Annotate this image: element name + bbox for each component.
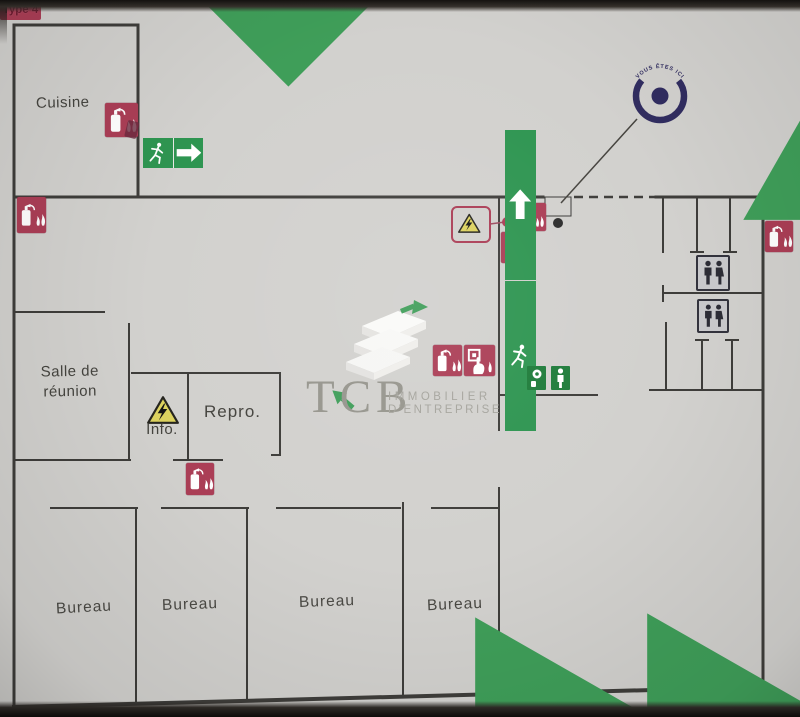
restroom-sign-lower [697,299,729,333]
electrical-hazard-sign-framed [451,206,491,243]
room-label-salle-line1: Salle de [40,362,100,381]
electrical-hazard-icon [146,395,179,424]
tcb-logo-line2: D'ENTREPRISE [388,404,502,416]
safety-pictogram-sign [551,366,570,390]
tcb-logo-arrow-icon [399,300,428,314]
photo-corner-shadow [0,0,7,44]
exit-running-man-icon [143,138,173,168]
room-label-salle-de-reunion: Salle de réunion [24,361,117,403]
you-are-here-pointer [560,118,638,204]
tcb-logo-text: TCB [306,371,413,423]
fire-extinguisher-sign-center [433,345,462,376]
room-label-salle-line2: réunion [43,382,98,401]
evacuation-arrow-up-2 [743,0,800,638]
you-are-here-label: VOUS ÊTES ICI [635,62,684,80]
door-pivot-dot [553,218,563,228]
fire-extinguisher-sign-left-wall [17,197,46,233]
exit-arrow-up-icon [505,130,536,280]
electrical-hazard-sign-info [146,395,179,424]
restroom-sign-upper [696,255,730,291]
tcb-logo-watermark: TCB IMMOBILIER D'ENTREPRISE [300,298,510,430]
doorway-hatch [544,196,572,217]
exit-arrow-right-icon [173,138,203,168]
room-label-bureau-1: Bureau [55,597,113,618]
room-label-bureau-3: Bureau [298,592,356,611]
wall-cuisine [12,23,140,199]
inner-walls [13,196,764,704]
photo-edge-top [0,0,800,12]
room-label-bureau-2: Bureau [161,595,219,614]
photo-edge-bottom [0,701,800,717]
room-label-info: Info. [146,421,178,438]
emergency-exit-sign-corridor [505,130,536,431]
room-label-bureau-4: Bureau [426,594,484,615]
fire-extinguisher-sign-right-edge [765,221,793,252]
room-label-repro: Repro. [204,402,262,421]
first-aid-sign [527,366,546,390]
exit-running-man-icon [505,281,536,431]
fire-alarm-call-point-sign [464,345,495,376]
you-are-here-marker: VOUS ÊTES ICI [632,62,688,124]
fire-extinguisher-sign-repro [186,463,214,495]
electrical-hazard-icon [457,213,485,237]
tcb-building-icon [346,300,428,380]
room-label-cuisine: Cuisine [35,93,90,112]
tcb-logo-line1: IMMOBILIER [388,391,491,403]
svg-text:VOUS ÊTES ICI: VOUS ÊTES ICI [635,62,685,80]
emergency-exit-sign-cuisine [143,138,203,168]
